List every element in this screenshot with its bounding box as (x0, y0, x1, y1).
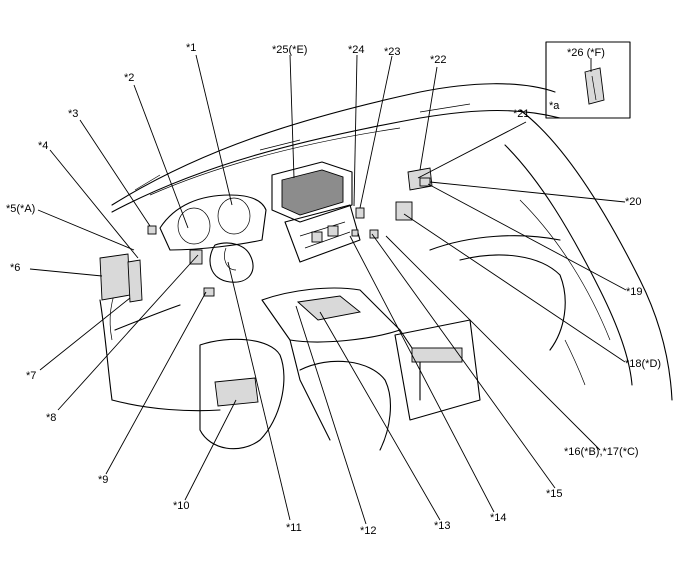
leader-3 (79, 119, 151, 227)
callout-5: *5(*A) (6, 203, 36, 215)
leader-22 (419, 66, 438, 171)
leader-16 (385, 235, 601, 451)
center-display-screen (281, 169, 344, 216)
callout-20: *20 (625, 196, 642, 208)
leader-2 (133, 84, 189, 229)
leader-20 (429, 181, 626, 203)
leader-12 (295, 305, 367, 525)
instrument-cluster-hood (159, 194, 267, 251)
callout-2: *2 (124, 72, 135, 84)
callout-a: *a (549, 100, 560, 112)
seat-module (214, 377, 259, 407)
callout-11: *11 (286, 522, 302, 534)
callout-26: *26 (*F) (567, 47, 605, 59)
callout-4: *4 (38, 140, 49, 152)
callout-15: *15 (546, 488, 563, 500)
leader-1 (195, 54, 233, 206)
inset-frame (545, 41, 631, 119)
callout-12: *12 (360, 525, 377, 537)
leader-15 (371, 233, 556, 489)
callout-23: *23 (384, 46, 401, 58)
callout-16-17: *16(*B),*17(*C) (564, 446, 639, 458)
driver-seat-outline (199, 338, 285, 450)
leader-11 (227, 261, 291, 521)
callout-1: *1 (186, 42, 197, 54)
leader-18 (403, 213, 626, 363)
callout-25: *25(*E) (272, 44, 308, 56)
leader-13 (319, 311, 441, 521)
callout-7: *7 (26, 370, 37, 382)
leader-6 (29, 268, 103, 277)
leader-8 (57, 254, 199, 411)
callout-9: *9 (98, 474, 109, 486)
inset-part (584, 67, 605, 105)
callout-13: *13 (434, 520, 451, 532)
leader-25 (289, 54, 295, 179)
dashboard-upper-edge (111, 109, 561, 213)
leader-4 (49, 149, 139, 259)
callout-3: *3 (68, 108, 79, 120)
dashboard-top-outline (111, 83, 556, 206)
leader-9 (105, 291, 207, 475)
callout-14: *14 (490, 512, 507, 524)
leader-19 (427, 183, 627, 291)
callout-19: *19 (626, 286, 643, 298)
callout-24: *24 (348, 44, 365, 56)
callout-21: *21 (513, 108, 530, 120)
leader-24 (353, 54, 358, 207)
callout-8: *8 (46, 412, 57, 424)
callout-22: *22 (430, 54, 447, 66)
callout-18: *18(*D) (625, 358, 662, 370)
center-display-bezel (271, 161, 353, 223)
leader-21 (417, 121, 527, 179)
leader-14 (349, 235, 495, 513)
ecu-left (99, 253, 131, 301)
leader-10 (184, 399, 237, 501)
leader-23 (359, 55, 393, 209)
callout-6: *6 (10, 262, 21, 274)
leader-7 (39, 297, 131, 371)
leader-5 (37, 209, 135, 251)
callout-10: *10 (173, 500, 190, 512)
